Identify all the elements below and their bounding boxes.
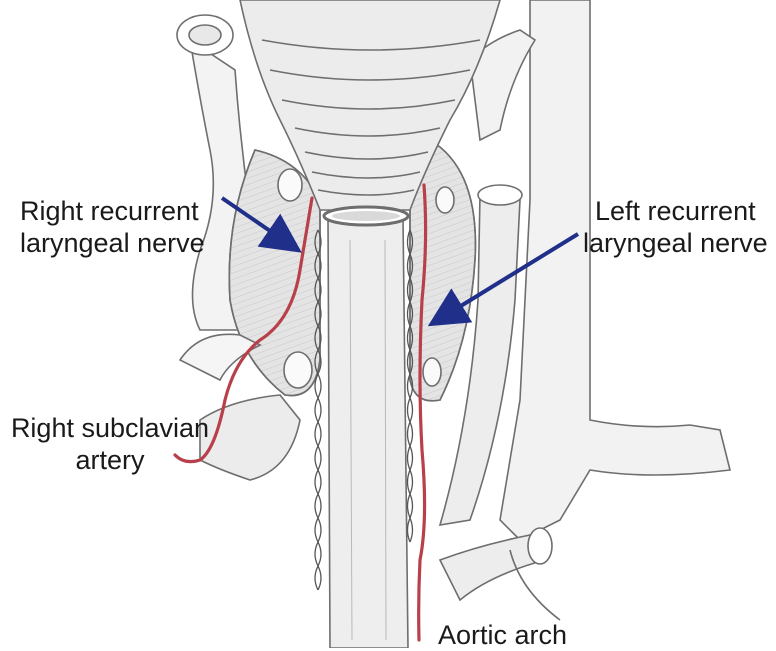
label-line: laryngeal nerve (583, 228, 768, 258)
label-line: Left recurrent (595, 196, 756, 226)
label-line: Aortic arch (438, 620, 568, 650)
arrow-left-recurrent (427, 232, 580, 327)
larynx (239, 0, 501, 211)
right-recurrent-laryngeal-nerve (173, 196, 314, 464)
label-line: artery (75, 445, 145, 475)
beaded-chains (314, 229, 414, 591)
nerves (173, 183, 428, 642)
label-line: laryngeal nerve (20, 228, 205, 258)
label-line: Right recurrent (20, 196, 199, 226)
label-right-recurrent-laryngeal-nerve: Right recurrent laryngeal nerve (20, 195, 205, 259)
trachea (322, 205, 410, 648)
arrow-right-recurrent (220, 196, 302, 253)
right-subclavian-vessel (178, 333, 301, 481)
aortic-arch-vessel (438, 527, 561, 621)
left-common-carotid (438, 184, 523, 526)
left-recurrent-laryngeal-nerve (417, 183, 428, 642)
label-right-subclavian-artery: Right subclavian artery (0, 412, 220, 476)
pointer-arrows (220, 196, 580, 327)
background-vessels (469, 0, 731, 541)
label-left-recurrent-laryngeal-nerve: Left recurrent laryngeal nerve (583, 195, 768, 259)
label-line: Right subclavian (10, 413, 210, 443)
label-aortic-arch: Aortic arch (438, 619, 567, 651)
thyroid-lobes (228, 139, 477, 402)
